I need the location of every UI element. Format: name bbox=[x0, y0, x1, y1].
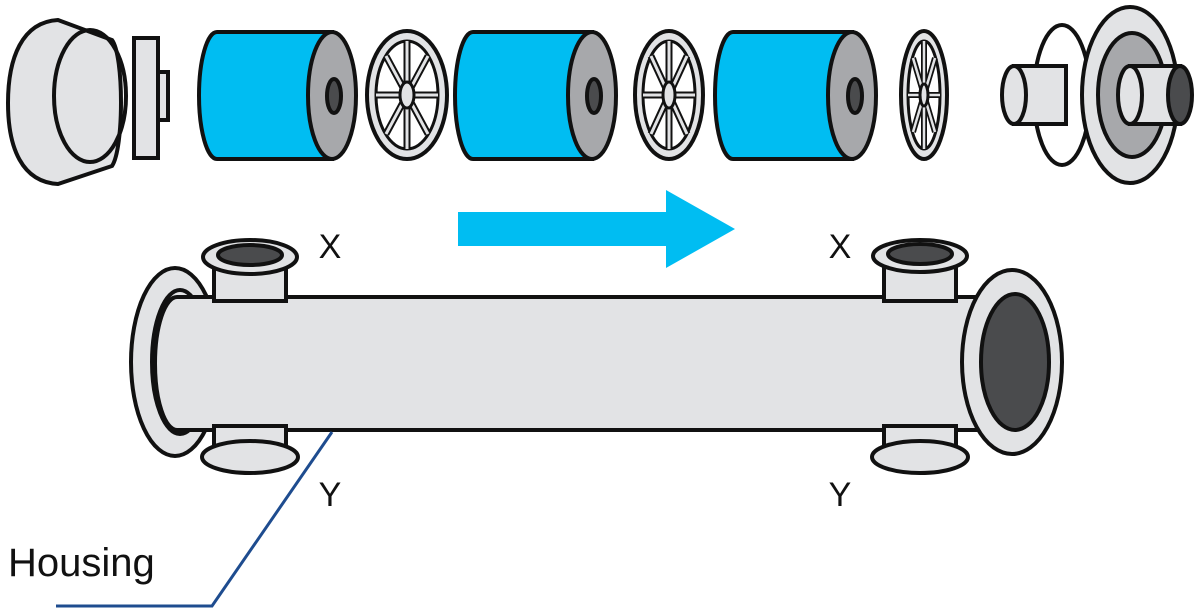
membrane-cartridge-2 bbox=[453, 30, 618, 161]
end-plate bbox=[132, 36, 170, 160]
port-label-x-left: X bbox=[319, 228, 342, 266]
housing-leader-line bbox=[56, 431, 334, 608]
right-end-fitting bbox=[1000, 5, 1194, 185]
port-label-y-right: Y bbox=[829, 476, 852, 514]
housing-label: Housing bbox=[8, 541, 155, 585]
spacer-wheel-1 bbox=[365, 29, 449, 161]
membrane-cartridge-1 bbox=[197, 30, 358, 161]
housing bbox=[129, 238, 1064, 475]
arrow-right-icon bbox=[458, 190, 735, 268]
port-label-x-right: X bbox=[829, 228, 852, 266]
spacer-wheel-3 bbox=[899, 29, 949, 161]
left-end-cap bbox=[5, 17, 128, 187]
spacer-wheel-2 bbox=[633, 29, 705, 161]
membrane-cartridge-3 bbox=[713, 30, 878, 161]
port-label-y-left: Y bbox=[319, 476, 342, 514]
